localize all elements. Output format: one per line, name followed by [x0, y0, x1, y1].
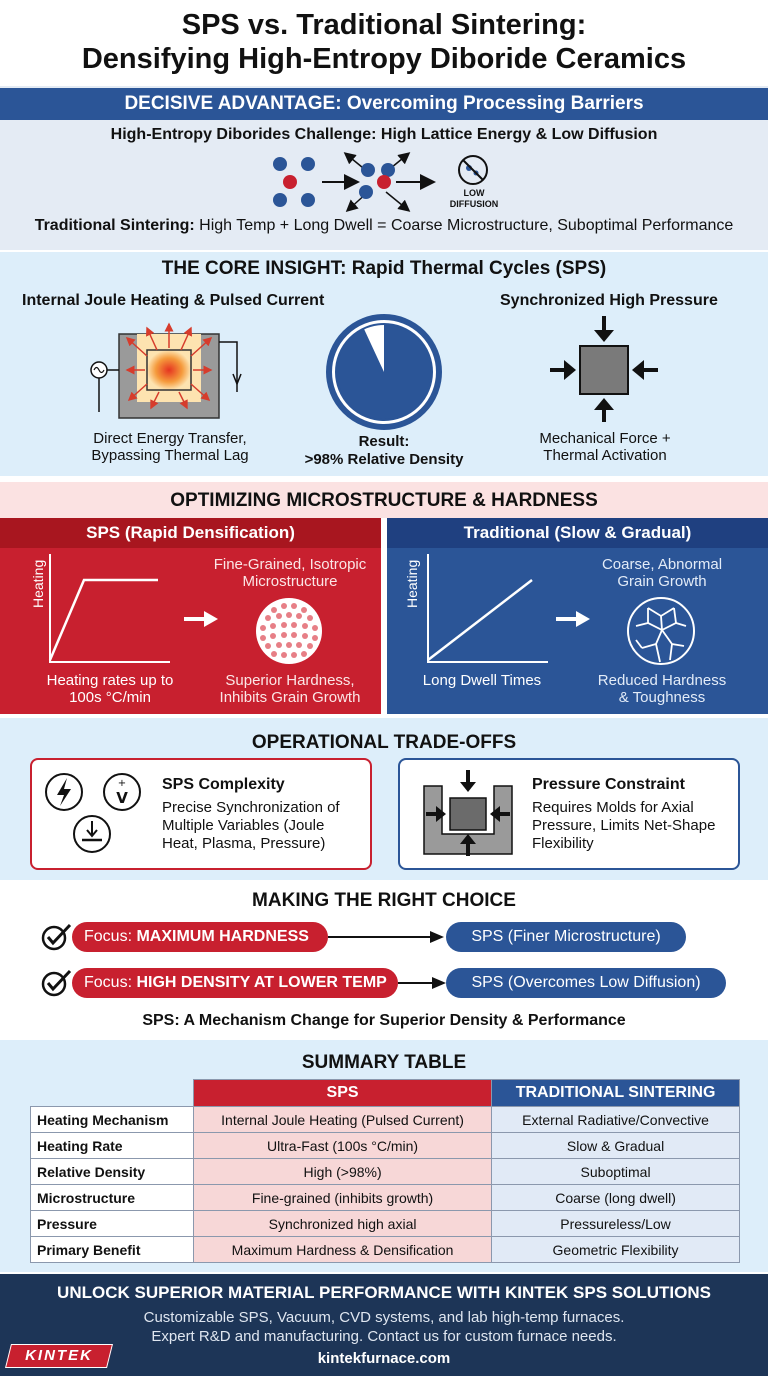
sps-complexity-text: Precise Synchronization of Multiple Vari…: [162, 799, 340, 852]
table-row: Heating Mechanism Internal Joule Heating…: [30, 1106, 740, 1133]
table-row: Heating Rate Ultra-Fast (100s °C/min) Sl…: [30, 1132, 740, 1159]
focus-hardness-pill: Focus: MAXIMUM HARDNESS: [72, 922, 328, 952]
page-title: SPS vs. Traditional Sintering: Densifyin…: [81, 9, 687, 75]
traditional-summary: Traditional Sintering: High Temp + Long …: [34, 217, 734, 234]
svg-text:V: V: [116, 789, 128, 807]
sps-cell: Synchronized high axial: [192, 1210, 493, 1237]
pressure-constraint-text: Requires Molds for Axial Pressure, Limit…: [532, 799, 716, 852]
choice-header: MAKING THE RIGHT CHOICE: [252, 890, 516, 911]
table-row: Primary Benefit Maximum Hardness & Densi…: [30, 1236, 740, 1263]
sps-axis-label: Heating: [30, 559, 46, 608]
column-header-traditional: TRADITIONAL SINTERING: [491, 1079, 740, 1107]
joule-title: Internal Joule Heating & Pulsed Current: [22, 292, 325, 309]
pressure-diagram: [550, 316, 658, 422]
lightning-icon: [45, 773, 83, 811]
micro-header-band: [0, 482, 768, 518]
sps-cell: Fine-grained (inhibits growth): [192, 1184, 493, 1211]
pressure-caption: Mechanical Force + Thermal Activation: [539, 430, 671, 464]
variables-icons: + V: [45, 773, 141, 853]
traditional-cell: Suboptimal: [491, 1158, 740, 1185]
sps-cell: Ultra-Fast (100s °C/min): [192, 1132, 493, 1159]
sps-structure-caption: Fine-Grained, Isotropic Microstructure: [213, 556, 367, 590]
result-text: Result: >98% Relative Density: [304, 433, 464, 468]
micro-header: OPTIMIZING MICROSTRUCTURE & HARDNESS: [170, 490, 598, 511]
traditional-arrow-icon: [556, 611, 590, 627]
joule-caption: Direct Energy Transfer, Bypassing Therma…: [91, 430, 249, 464]
sps-cell: Maximum Hardness & Densification: [192, 1236, 493, 1263]
low-diffusion-label: LOW DIFFUSION: [449, 188, 499, 209]
pressure-constraint-title: Pressure Constraint: [532, 776, 685, 793]
traditional-heating-graph: [427, 554, 548, 663]
challenge-text: High-Entropy Diborides Challenge: High L…: [110, 126, 658, 143]
footer-headline: UNLOCK SUPERIOR MATERIAL PERFORMANCE WIT…: [57, 1283, 711, 1302]
checkmark-icon: [41, 923, 72, 951]
summary-table: SPS TRADITIONAL SINTERING Heating Mechan…: [30, 1079, 740, 1263]
lattice-atoms-left: [273, 157, 315, 207]
column-header-sps: SPS: [192, 1079, 493, 1107]
choice-arrow-1: [328, 931, 444, 943]
sps-rate-caption: Heating rates up to 100s °C/min: [46, 672, 174, 706]
choice-arrow-2: [398, 977, 446, 989]
row-label: Microstructure: [30, 1184, 194, 1211]
row-label: Pressure: [30, 1210, 194, 1237]
joule-heating-diagram: [90, 322, 242, 419]
row-label: Heating Mechanism: [30, 1106, 194, 1133]
summary-header: SUMMARY TABLE: [301, 1052, 467, 1073]
lattice-diagram: [273, 152, 436, 213]
focus-density-pill: Focus: HIGH DENSITY AT LOWER TEMP: [72, 968, 398, 998]
no-diffusion-icon: [458, 155, 488, 185]
sps-result-caption: Superior Hardness, Inhibits Grain Growth: [219, 672, 361, 706]
table-header-row: SPS TRADITIONAL SINTERING: [31, 1079, 740, 1107]
traditional-cell: External Radiative/Convective: [491, 1106, 740, 1133]
traditional-result-caption: Reduced Hardness & Toughness: [597, 672, 727, 706]
footer: [0, 1274, 768, 1376]
footer-description: Customizable SPS, Vacuum, CVD systems, a…: [143, 1309, 625, 1345]
sps-cell: Internal Joule Heating (Pulsed Current): [192, 1106, 493, 1133]
result-diffusion-pill: SPS (Overcomes Low Diffusion): [446, 968, 726, 998]
advantage-header: DECISIVE ADVANTAGE: Overcoming Processin…: [0, 88, 768, 120]
tradeoffs-header: OPERATIONAL TRADE-OFFS: [251, 732, 517, 753]
row-label: Primary Benefit: [30, 1236, 194, 1263]
mold-icon: [423, 770, 513, 856]
traditional-cell: Geometric Flexibility: [491, 1236, 740, 1263]
table-row: Microstructure Fine-grained (inhibits gr…: [30, 1184, 740, 1211]
kintek-logo: KINTEK: [5, 1344, 113, 1368]
sps-arrow-icon: [184, 611, 218, 627]
table-row: Pressure Synchronized high axial Pressur…: [30, 1210, 740, 1237]
fine-grain-icon: [256, 598, 322, 664]
result-finer-pill: SPS (Finer Microstructure): [446, 922, 686, 952]
sps-complexity-title: SPS Complexity: [162, 776, 285, 793]
traditional-structure-caption: Coarse, Abnormal Grain Growth: [601, 556, 723, 590]
traditional-cell: Slow & Gradual: [491, 1132, 740, 1159]
dwell-caption: Long Dwell Times: [422, 672, 542, 689]
ground-icon: [73, 815, 111, 853]
voltage-icon: + V: [103, 773, 141, 811]
pressure-title: Synchronized High Pressure: [500, 292, 718, 309]
row-label: Relative Density: [30, 1158, 194, 1185]
row-label: Heating Rate: [30, 1132, 194, 1159]
svg-text:+: +: [118, 778, 126, 789]
checkmark-icon: [41, 969, 72, 997]
table-row: Relative Density High (>98%) Suboptimal: [30, 1158, 740, 1185]
lattice-atoms-right: [343, 152, 411, 213]
traditional-panel-title: Traditional (Slow & Gradual): [463, 523, 692, 542]
sps-heating-graph: [48, 554, 170, 663]
traditional-cell: Coarse (long dwell): [491, 1184, 740, 1211]
choice-conclusion: SPS: A Mechanism Change for Superior Den…: [142, 1012, 626, 1029]
traditional-axis-label: Heating: [404, 559, 420, 608]
sps-panel-title: SPS (Rapid Densification): [86, 523, 295, 542]
footer-url[interactable]: kintekfurnace.com: [317, 1350, 451, 1367]
coarse-grain-icon: [627, 597, 695, 665]
density-gauge: [326, 314, 442, 430]
traditional-cell: Pressureless/Low: [491, 1210, 740, 1237]
core-header: THE CORE INSIGHT: Rapid Thermal Cycles (…: [161, 258, 607, 279]
sps-cell: High (>98%): [192, 1158, 493, 1185]
